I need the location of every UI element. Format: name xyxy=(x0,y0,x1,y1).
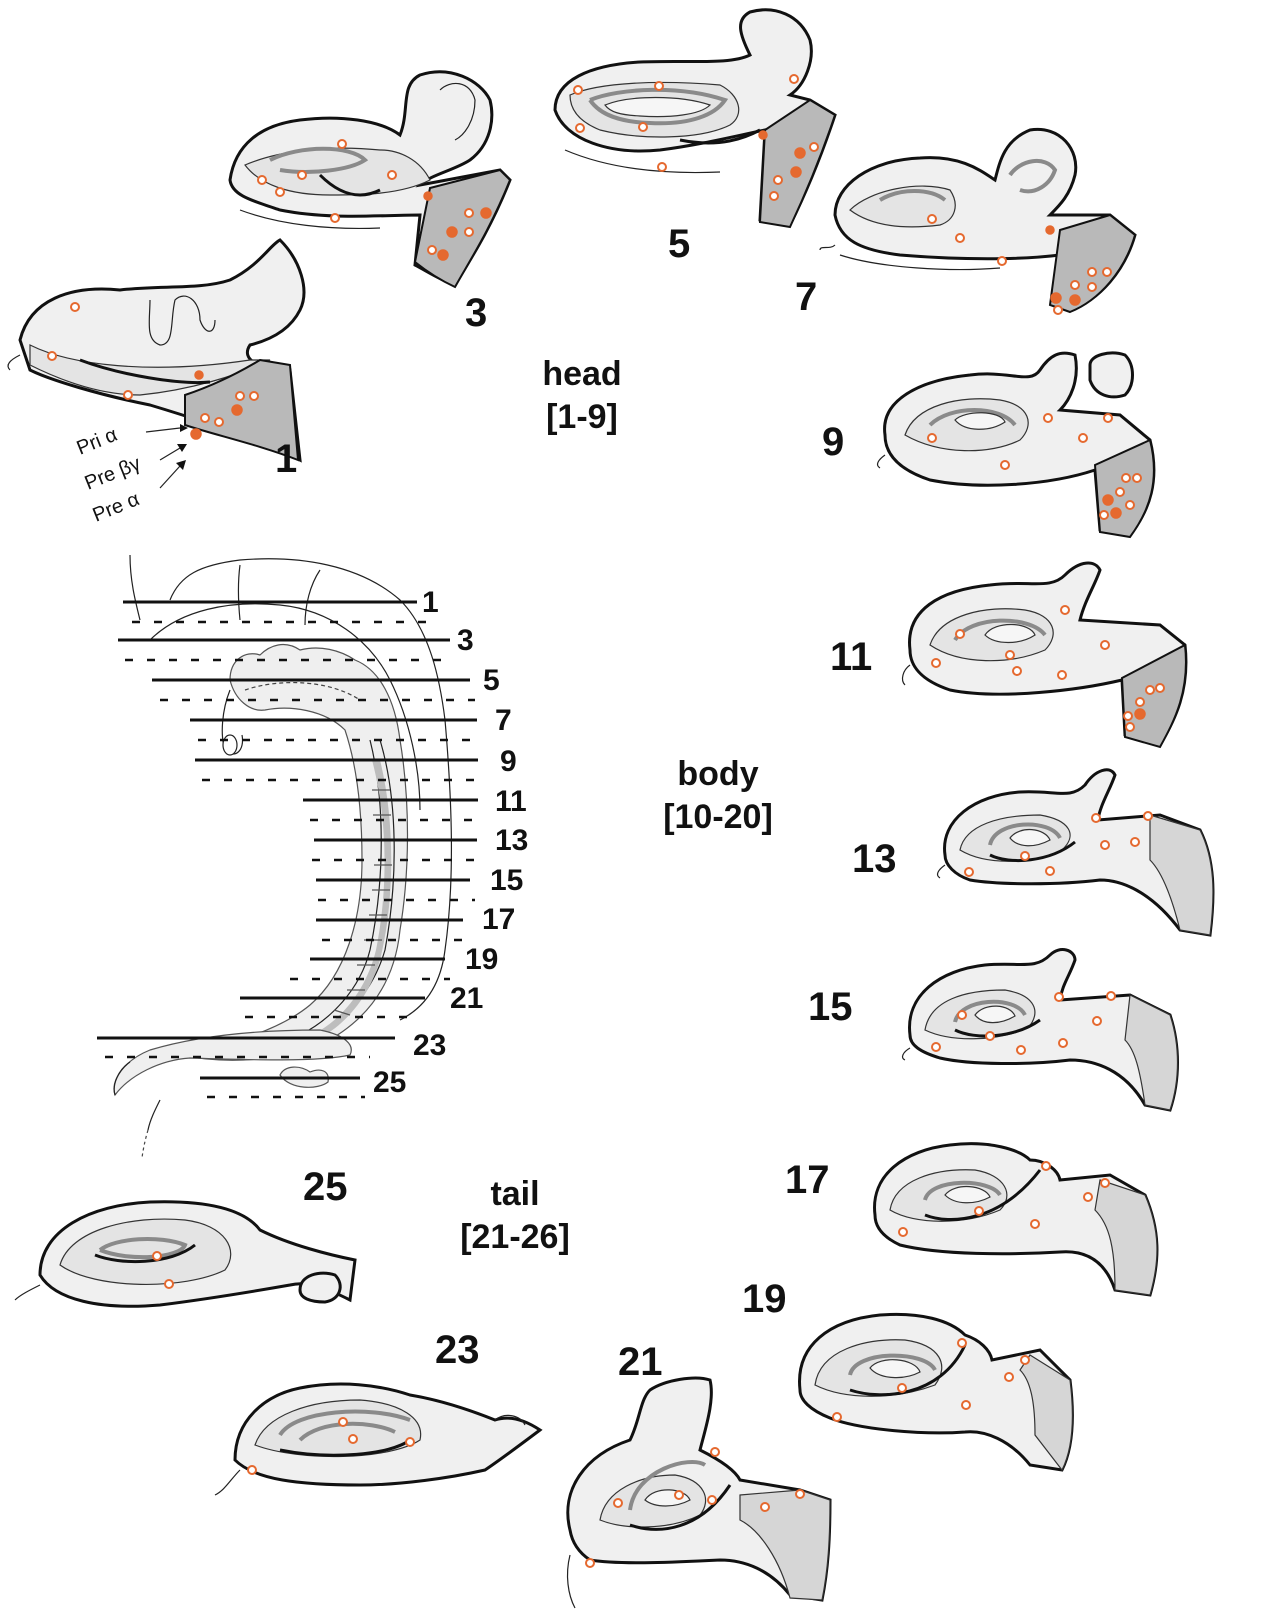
region-head-range: [1-9] xyxy=(546,398,618,436)
region-body-name: body xyxy=(677,755,758,793)
section-label-13: 13 xyxy=(852,837,897,881)
section-label-23: 23 xyxy=(435,1328,480,1372)
layer-label-pre-beta-gamma: Pre βγ xyxy=(82,452,144,494)
section-25: 25 xyxy=(15,1165,355,1306)
region-body-range: [10-20] xyxy=(663,798,773,836)
section-label-25: 25 xyxy=(303,1165,348,1209)
layer-label-pre-alpha: Pre α xyxy=(90,488,143,526)
layer-annotations: Pri α Pre βγ Pre α xyxy=(74,424,188,527)
level-label: 23 xyxy=(413,1029,446,1062)
section-label-7: 7 xyxy=(795,275,817,319)
level-label: 15 xyxy=(490,864,523,897)
section-label-3: 3 xyxy=(465,291,487,335)
level-label: 7 xyxy=(495,704,512,737)
section-label-5: 5 xyxy=(668,222,690,266)
level-label: 13 xyxy=(495,824,528,857)
level-label: 5 xyxy=(483,664,500,697)
section-5: 5 xyxy=(555,10,835,266)
section-9: 9 xyxy=(822,353,1154,537)
arrowhead-icon xyxy=(177,444,187,452)
level-label: 3 xyxy=(457,624,474,657)
section-label-21: 21 xyxy=(618,1340,663,1384)
level-label: 21 xyxy=(450,982,483,1015)
region-head-name: head xyxy=(542,355,621,393)
level-label: 19 xyxy=(465,943,498,976)
section-label-15: 15 xyxy=(808,985,853,1029)
arrow-pri-alpha xyxy=(146,428,180,432)
region-tail-name: tail xyxy=(490,1175,539,1213)
section-1: 1 Pri α Pre βγ Pre α xyxy=(8,240,304,527)
section-label-9: 9 xyxy=(822,420,844,464)
level-label: 1 xyxy=(422,586,439,619)
section-label-11: 11 xyxy=(830,635,872,679)
arrow-pre-alpha xyxy=(160,466,180,488)
region-tail-range: [21-26] xyxy=(460,1218,570,1256)
layer-label-pri-alpha: Pri α xyxy=(74,424,121,460)
level-label: 25 xyxy=(373,1066,406,1099)
section-label-1: 1 xyxy=(275,437,297,481)
section-21: 21 xyxy=(568,1340,830,1608)
section-19: 19 xyxy=(742,1277,1072,1470)
section-7: 7 xyxy=(795,129,1135,319)
section-15: 15 xyxy=(808,950,1178,1110)
eye-icon xyxy=(223,735,237,755)
section-label-17: 17 xyxy=(785,1158,830,1202)
level-label: 11 xyxy=(495,785,527,818)
arrow-pre-beta-gamma xyxy=(160,448,180,460)
section-23: 23 xyxy=(215,1328,540,1495)
level-label: 9 xyxy=(500,745,517,778)
section-17: 17 xyxy=(785,1144,1157,1295)
section-label-19: 19 xyxy=(742,1277,787,1321)
section-11: 11 xyxy=(830,563,1186,747)
level-label: 17 xyxy=(482,903,515,936)
section-13: 13 xyxy=(852,770,1213,935)
